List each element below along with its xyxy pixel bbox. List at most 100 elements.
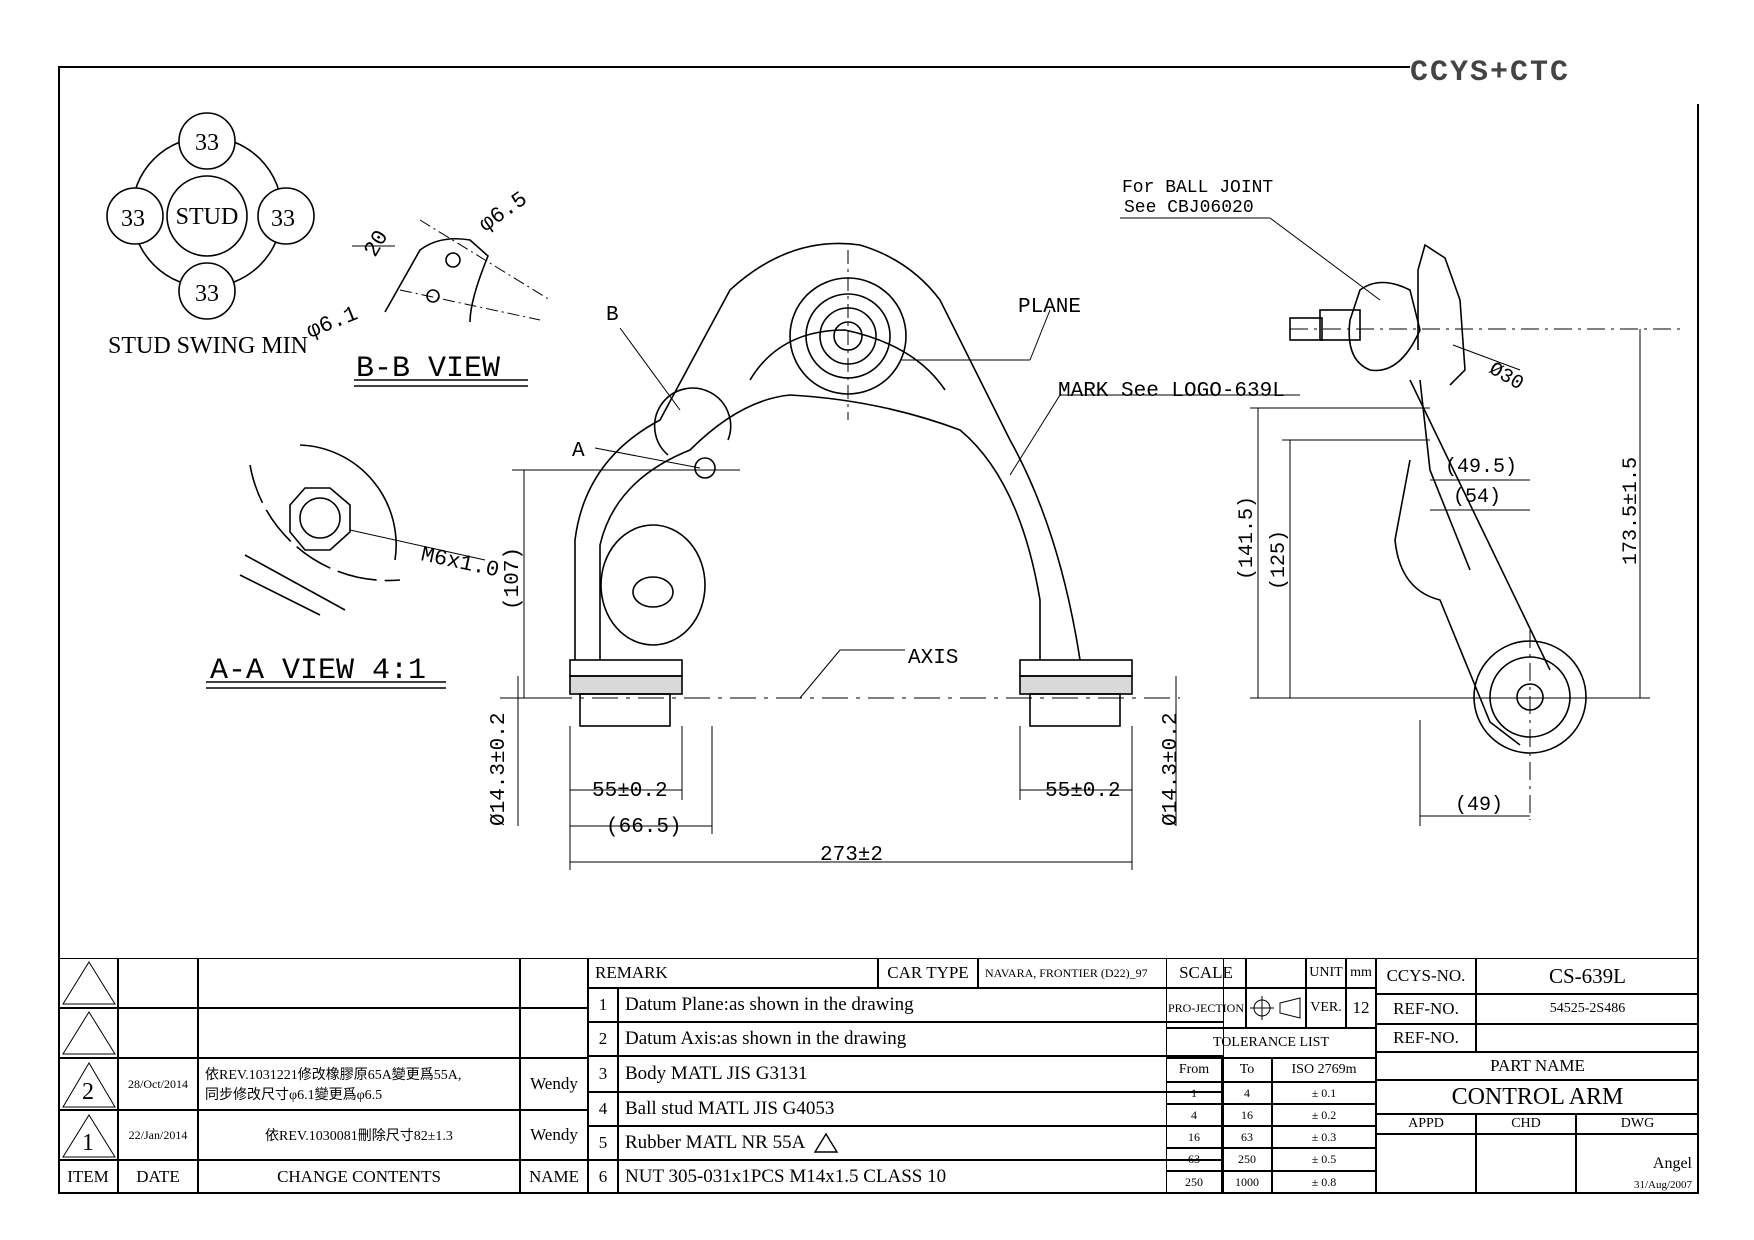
rev-name-cell (520, 1008, 588, 1058)
marker-b: B (606, 304, 619, 327)
tol-cell: 4 (1166, 1104, 1222, 1126)
drawing-date: 31/Aug/2007 (1633, 1179, 1692, 1191)
projection-icon (1250, 996, 1301, 1020)
dim-d49: (49) (1455, 794, 1503, 817)
axis-label: AXIS (908, 647, 958, 670)
tol-cell: 1 (1166, 1082, 1222, 1104)
tol-cell: 63 (1166, 1148, 1222, 1171)
angle-top: 33 (195, 130, 219, 156)
appd-label: APPD (1376, 1114, 1476, 1134)
unit-value: mm (1346, 958, 1376, 988)
unit-label: UNIT (1306, 958, 1346, 988)
aa-view (206, 444, 486, 689)
rev-mark-1-text: 1 (82, 1129, 94, 1156)
dim-d61: φ6.1 (303, 302, 361, 345)
dim-d30: Ø30 (1485, 358, 1528, 396)
dim-d20: 20 (359, 226, 394, 261)
header-change: CHANGE CONTENTS (198, 1160, 520, 1194)
rev-mark-cell (58, 958, 118, 1008)
rev-content-2-line1: 依REV.1031221修改橡膠原65A變更爲55A, (205, 1068, 462, 1083)
header-date: DATE (118, 1160, 198, 1194)
technical-drawing: 33 33 33 33 STUD STUD SWING MIN φ6.5 20 … (106, 112, 1680, 870)
stud-label: STUD (176, 204, 239, 230)
rev-name-2: Wendy (520, 1058, 588, 1110)
dim-d54: (54) (1453, 486, 1501, 509)
chd-value (1476, 1134, 1576, 1194)
dim-d143b: Ø14.3±0.2 (1160, 713, 1183, 826)
rev-content-2: 依REV.1031221修改橡膠原65A變更爲55A, 同步修改尺寸φ6.1變更… (198, 1058, 520, 1110)
angle-bottom: 33 (195, 281, 219, 307)
remark-no: 1 (588, 988, 618, 1022)
rev-date-1: 22/Jan/2014 (118, 1110, 198, 1160)
rev-date-2: 28/Oct/2014 (118, 1058, 198, 1110)
ball-joint-note-1: For BALL JOINT (1122, 178, 1273, 198)
dim-d495: (49.5) (1445, 456, 1517, 479)
ref-label-2: REF-NO. (1376, 1024, 1476, 1052)
logo-text: CCYS+CTC (1410, 56, 1571, 90)
dim-d1735: 173.5±1.5 (1620, 457, 1643, 565)
dim-d55a: 55±0.2 (592, 780, 668, 803)
remark-text-5: Rubber MATL NR 55A (618, 1126, 1224, 1160)
ref-no: 54525-2S486 (1476, 994, 1699, 1024)
tol-header: From (1166, 1058, 1222, 1082)
ball-joint-note-2: See CBJ06020 (1124, 198, 1254, 218)
dim-d273: 273±2 (820, 844, 883, 867)
plane-label: PLANE (1018, 296, 1081, 319)
ver-label: VER. (1306, 988, 1346, 1028)
dim-d65: φ6.5 (475, 187, 533, 238)
control-arm-front-view (500, 242, 1300, 870)
stud-swing-label: STUD SWING MIN (108, 333, 308, 359)
tol-cell: 4 (1222, 1082, 1272, 1104)
scale-label: SCALE (1166, 958, 1246, 988)
remark-text: NUT 305-031x1PCS M14x1.5 CLASS 10 (618, 1160, 1224, 1194)
tol-cell: 250 (1222, 1148, 1272, 1171)
mark-label: MARK See LOGO-639L (1058, 380, 1285, 403)
rev-content-2-line2: 同步修改尺寸φ6.1變更爲φ6.5 (205, 1088, 383, 1103)
ccys-label: CCYS-NO. (1376, 958, 1476, 994)
tol-header: ISO 2769m (1272, 1058, 1376, 1082)
rev-date-cell (118, 1008, 198, 1058)
tol-cell: 63 (1222, 1126, 1272, 1148)
tol-cell: 16 (1166, 1126, 1222, 1148)
marker-a: A (572, 440, 585, 463)
rev-mark-2: 2 (58, 1058, 118, 1110)
drawer-name: Angel (1652, 1155, 1692, 1172)
ccys-no: CS-639L (1476, 958, 1699, 994)
tol-cell: ± 0.2 (1272, 1104, 1376, 1126)
angle-right: 33 (271, 206, 295, 232)
remark-no: 4 (588, 1092, 618, 1126)
dim-d665: (66.5) (606, 816, 682, 839)
remark-no: 3 (588, 1056, 618, 1092)
remark-no: 2 (588, 1022, 618, 1056)
tol-cell: ± 0.1 (1272, 1082, 1376, 1104)
dim-d55b: 55±0.2 (1045, 780, 1121, 803)
remark-text: Datum Plane:as shown in the drawing (618, 988, 1224, 1022)
dim-d107: (107) (502, 547, 525, 610)
tolerance-title: TOLERANCE LIST (1166, 1028, 1376, 1058)
dwg-value: Angel 31/Aug/2007 (1576, 1134, 1699, 1194)
remark-text-5-label: Rubber MATL NR 55A (625, 1132, 806, 1153)
ref-no-2 (1476, 1024, 1699, 1052)
tol-cell: 250 (1166, 1171, 1222, 1194)
rev-mark-1: 1 (58, 1110, 118, 1160)
tol-cell: ± 0.5 (1272, 1148, 1376, 1171)
rev-content-cell (198, 1008, 520, 1058)
aa-view-label: A-A VIEW 4:1 (210, 654, 426, 688)
dim-d1415: (141.5) (1236, 496, 1259, 580)
chd-label: CHD (1476, 1114, 1576, 1134)
scale-value (1246, 958, 1306, 988)
ref-label: REF-NO. (1376, 994, 1476, 1024)
rev-content-cell (198, 958, 520, 1008)
tol-header: To (1222, 1058, 1272, 1082)
part-name-label: PART NAME (1376, 1052, 1699, 1080)
remark-text: Body MATL JIS G3131 (618, 1056, 1224, 1092)
warning-triangle-icon (814, 1132, 839, 1153)
stud-swing-diagram (106, 112, 315, 320)
dim-d143a: Ø14.3±0.2 (488, 713, 511, 826)
remark-no: 6 (588, 1160, 618, 1194)
appd-value (1376, 1134, 1476, 1194)
rev-date-cell (118, 958, 198, 1008)
ver-value: 12 (1346, 988, 1376, 1028)
control-arm-side-view (1120, 217, 1680, 826)
bb-view-label: B-B VIEW (356, 352, 500, 386)
